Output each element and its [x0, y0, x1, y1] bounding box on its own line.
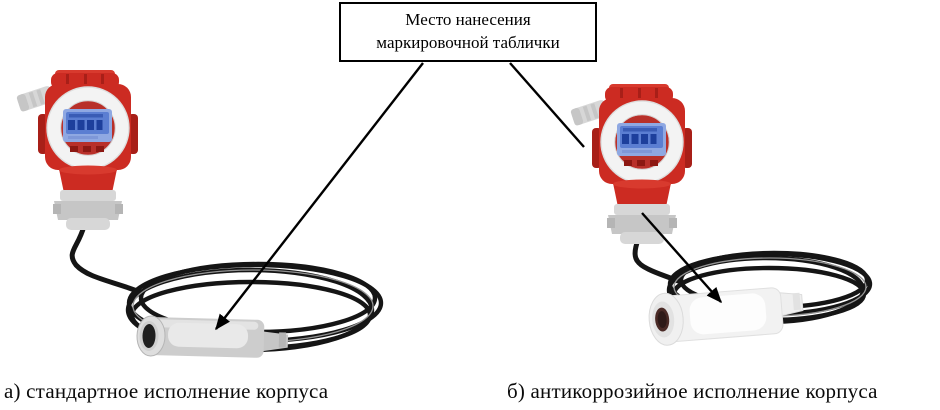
sensor-cable [632, 237, 681, 284]
annotation-box: Место нанесения маркировочной таблички [339, 2, 597, 62]
transmitter-head-standard [16, 70, 138, 230]
leader-arrow-right-lower [641, 212, 722, 304]
caption-anticorrosion: б) антикоррозийное исполнение корпуса [507, 379, 878, 403]
sensor-cable [69, 223, 143, 295]
sensor-probe-anticorrosion [648, 287, 804, 346]
sensor-probe-standard [136, 315, 289, 358]
transmitter-standard [16, 70, 384, 358]
annotation-line2: маркировочной таблички [376, 33, 560, 52]
leader-arrow-left [215, 62, 424, 331]
transmitter-head-anticorrosion [570, 84, 692, 244]
transmitter-anticorrosion [570, 84, 873, 346]
leader-arrows [215, 62, 722, 331]
leader-arrow-right-upper [509, 62, 585, 148]
caption-standard: а) стандартное исполнение корпуса [4, 379, 329, 403]
annotation-line1: Место нанесения [405, 10, 531, 30]
probe-opening [142, 323, 156, 348]
